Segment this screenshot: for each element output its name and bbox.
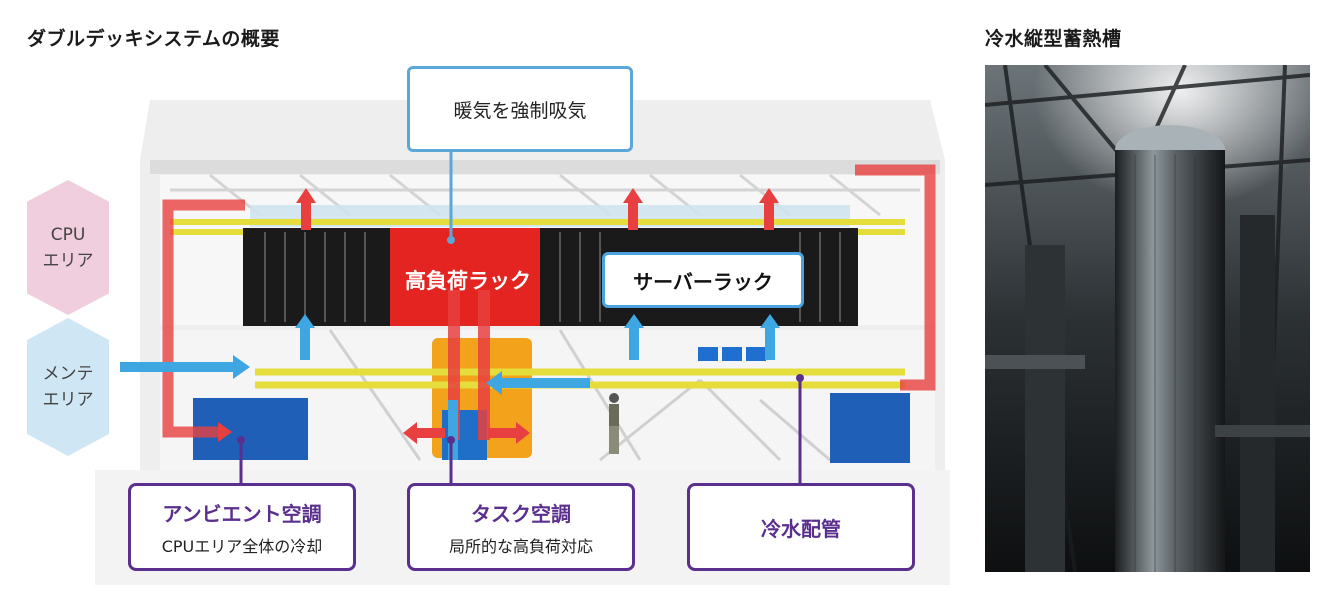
server-rack-callout: サーバーラック bbox=[602, 252, 804, 308]
high-load-rack-label: 高負荷ラック bbox=[405, 269, 531, 293]
right-ac-unit bbox=[830, 393, 910, 463]
maintenance-area-line1: メンテ bbox=[42, 364, 94, 384]
ambient-dot bbox=[237, 436, 245, 444]
maintenance-area-line2: エリア bbox=[42, 390, 94, 410]
person-legs bbox=[609, 426, 619, 454]
photo-title: 冷水縦型蓄熱槽 bbox=[985, 28, 1122, 50]
intake-dot bbox=[447, 236, 455, 244]
ambient-ac-subtitle: CPUエリア全体の冷却 bbox=[161, 536, 323, 556]
purple-connectors bbox=[239, 378, 802, 485]
chilled-water-callout: 冷水配管 bbox=[687, 483, 915, 571]
small-box-2 bbox=[722, 347, 742, 361]
cpu-area-line2: エリア bbox=[42, 250, 94, 271]
maintenance-area-hexagon: メンテ エリア bbox=[27, 318, 109, 456]
intake-label: 暖気を強制吸気 bbox=[453, 99, 587, 122]
person-head bbox=[609, 393, 619, 403]
task-ac-title: タスク空調 bbox=[471, 501, 571, 526]
ambient-ac-title: アンビエント空調 bbox=[162, 501, 322, 526]
person-body bbox=[609, 404, 619, 426]
small-box-1 bbox=[698, 347, 718, 361]
chilled-water-title: 冷水配管 bbox=[761, 516, 841, 541]
small-box-3 bbox=[746, 347, 766, 361]
rack-dividers bbox=[264, 232, 841, 322]
cpu-area-hexagon: CPU エリア bbox=[27, 180, 109, 315]
high-load-rack-block bbox=[390, 228, 540, 326]
ceiling-beam bbox=[150, 160, 940, 174]
hot-air-circuit bbox=[162, 164, 936, 438]
task-ac-callout: タスク空調 局所的な高負荷対応 bbox=[407, 483, 635, 571]
storage-tank-photo bbox=[985, 65, 1310, 572]
cpu-area-line1: CPU bbox=[50, 224, 86, 245]
ambient-ac-callout: アンビエント空調 CPUエリア全体の冷却 bbox=[128, 483, 356, 571]
task-ac-subtitle: 局所的な高負荷対応 bbox=[448, 536, 593, 556]
diagram-title: ダブルデッキシステムの概要 bbox=[27, 28, 280, 50]
cool-air-arrows bbox=[120, 314, 780, 460]
server-rack-label: サーバーラック bbox=[633, 269, 773, 294]
pipe-dot bbox=[796, 374, 804, 382]
task-dot bbox=[447, 436, 455, 444]
intake-callout: 暖気を強制吸気 bbox=[407, 66, 633, 152]
